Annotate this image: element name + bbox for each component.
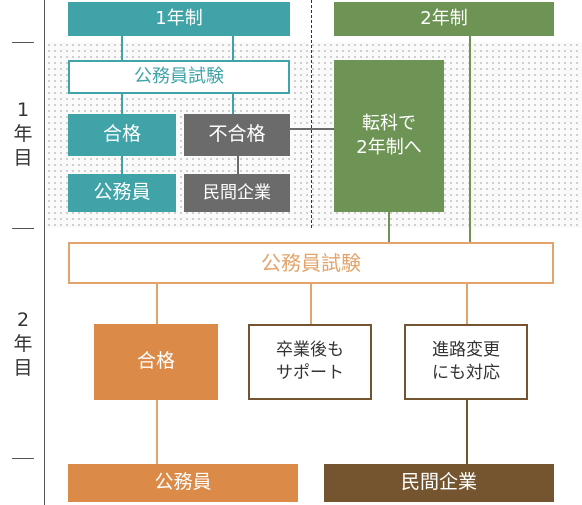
connector-line xyxy=(121,36,123,60)
year-axis-line xyxy=(44,0,45,505)
connector-line xyxy=(469,36,471,242)
connector-line xyxy=(232,94,234,114)
connector-line xyxy=(466,284,468,324)
track-divider xyxy=(311,0,312,228)
year2-label-char: 年 xyxy=(13,333,33,355)
connector-line xyxy=(156,400,158,464)
axis-tick-bottom xyxy=(12,458,34,459)
connector-line xyxy=(237,156,239,174)
connector-line xyxy=(310,284,312,324)
one-year-exam: 公務員試験 xyxy=(68,60,290,94)
career-change: 進路変更 にも対応 xyxy=(404,324,528,400)
transfer-to-two-year: 転科で 2年制へ xyxy=(334,60,444,212)
connector-line xyxy=(156,284,158,324)
year1-label-char: 1 xyxy=(16,99,30,121)
connector-line xyxy=(121,156,123,174)
graduation-support-line: サポート xyxy=(276,363,344,383)
year2-civil-servant: 公務員 xyxy=(68,464,298,502)
one-year-civil-servant: 公務員 xyxy=(68,174,176,212)
transfer-line: 2年制へ xyxy=(356,137,422,158)
connector-line xyxy=(121,94,123,114)
year2-exam: 公務員試験 xyxy=(68,242,554,284)
two-year-header: 2年制 xyxy=(334,2,554,36)
connector-line xyxy=(232,36,234,60)
connector-line xyxy=(289,128,334,130)
year2-label-char: 目 xyxy=(13,357,33,379)
year2-pass: 合格 xyxy=(94,324,218,400)
graduation-support-line: 卒業後も xyxy=(276,340,344,361)
year2-private-company: 民間企業 xyxy=(324,464,554,502)
year2-label-char: 2 xyxy=(16,309,30,331)
one-year-private-company: 民間企業 xyxy=(184,174,290,212)
one-year-header: 1年制 xyxy=(68,2,290,36)
transfer-line: 転科で xyxy=(362,112,416,134)
connector-line xyxy=(388,212,390,242)
axis-tick-top xyxy=(12,42,34,43)
career-change-line: 進路変更 xyxy=(432,340,500,361)
one-year-fail: 不合格 xyxy=(184,114,290,156)
year1-label-char: 目 xyxy=(13,147,33,169)
connector-line xyxy=(466,400,468,464)
one-year-pass: 合格 xyxy=(68,114,176,156)
year1-label-char: 年 xyxy=(13,123,33,145)
graduation-support: 卒業後も サポート xyxy=(248,324,372,400)
career-change-line: にも対応 xyxy=(432,363,500,383)
axis-tick-middle xyxy=(12,228,34,229)
